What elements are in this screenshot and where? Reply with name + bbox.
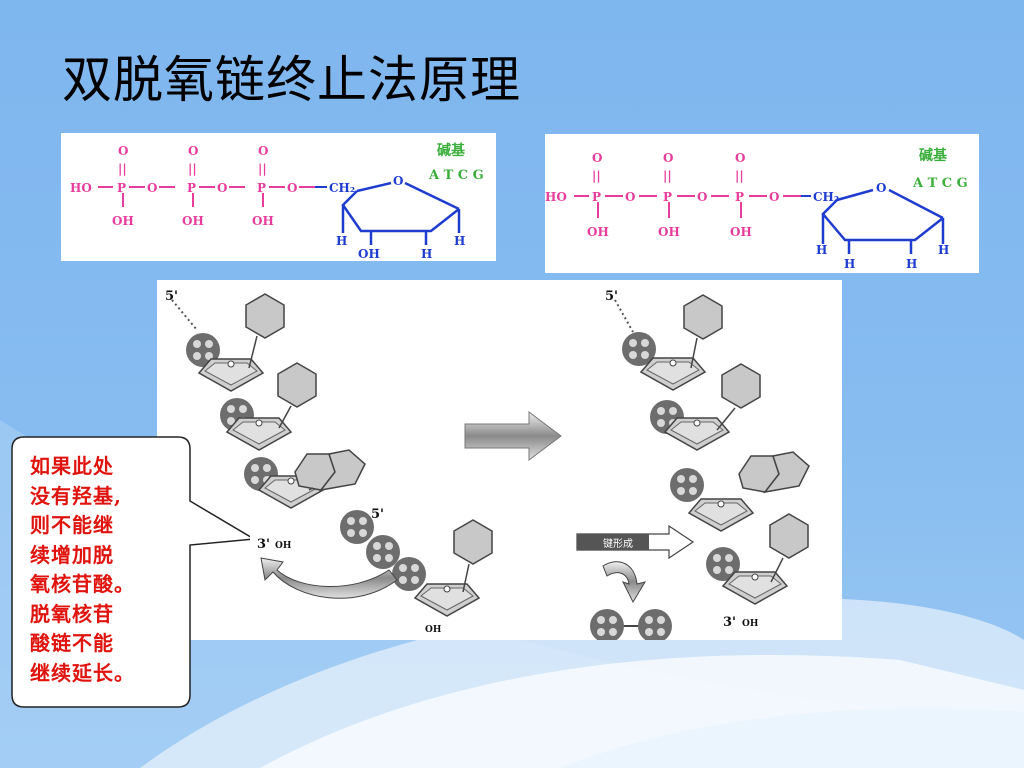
callout-bubble (11, 436, 250, 708)
right-3prime-label: 3' (723, 615, 736, 630)
bridge-oxygen-2: O (217, 181, 227, 195)
left-oh-label: OH (275, 541, 292, 551)
sugar-h-right: H (938, 243, 949, 257)
phosphorus-3: P (257, 181, 266, 195)
bond-formation-curved-arrow (260, 557, 398, 599)
double-bond-2: || (663, 169, 672, 183)
left-strand: 5' 3' OH (165, 289, 366, 552)
phosphate-oh-1: OH (112, 214, 134, 228)
phosphate-oxygen-2: O (663, 151, 673, 165)
incoming-nucleotide: 5' OH (340, 507, 493, 635)
callout-line-8: 继续延长。 (30, 660, 135, 685)
callout-line-7: 酸链不能 (30, 631, 114, 655)
bridge-oxygen-1: O (147, 181, 157, 195)
phosphorus-1: P (592, 190, 601, 204)
phosphate-oxygen-3: O (258, 144, 268, 158)
ch2-group: CH₂ (813, 190, 839, 204)
double-bond-3: || (735, 169, 744, 183)
hydroxyl-ho: HO (70, 181, 92, 195)
sugar-h-left: H (336, 234, 347, 248)
sugar-3prime-h: H (844, 257, 855, 271)
callout-line-4: 续增加脱 (30, 542, 114, 567)
phosphate-oh-3: OH (730, 225, 752, 239)
double-bond-1: || (592, 169, 601, 183)
bond-formation-label: 键形成 (603, 537, 633, 550)
sugar-2prime-h: H (421, 247, 432, 261)
base-label: 碱基 (919, 147, 948, 164)
bridge-oxygen-3: O (287, 181, 297, 195)
sugar-2prime-h: H (906, 257, 917, 271)
ddntp-structure: O O O || || || HO P P P O O O OH OH OH C… (545, 147, 968, 271)
phosphate-oh-2: OH (182, 214, 204, 228)
ch2-group: CH₂ (329, 181, 355, 195)
phosphate-oh-1: OH (587, 225, 609, 239)
chain-elongation-panel: 5' 3' OH 5' OH (157, 280, 842, 640)
double-bond-1: || (118, 162, 127, 176)
callout-line-5: 氧核苷酸。 (30, 572, 135, 596)
sugar-h-left: H (816, 243, 827, 257)
double-bond-2: || (188, 162, 197, 176)
phosphate-oh-3: OH (252, 214, 274, 228)
phosphate-oxygen-1: O (118, 144, 128, 158)
hydroxyl-ho: HO (545, 190, 567, 204)
incoming-oh-label: OH (425, 625, 442, 635)
base-letters: A T C G (428, 168, 484, 183)
left-5prime-label: 5' (165, 289, 178, 304)
phosphorus-2: P (187, 181, 196, 195)
right-oh-label: OH (742, 619, 759, 629)
bridge-oxygen-2: O (697, 190, 707, 204)
callout-line-3: 则不能继 (30, 513, 114, 537)
callout-line-1: 如果此处 (30, 454, 114, 478)
ring-oxygen: O (876, 181, 886, 195)
base-letters: A T C G (912, 176, 968, 191)
phosphate-oxygen-1: O (592, 151, 602, 165)
phosphate-oxygen-3: O (735, 151, 745, 165)
dntp-structure-panel: O O O || || || HO P P P O O O OH OH OH C… (61, 133, 496, 261)
ring-oxygen: O (393, 174, 403, 188)
incoming-5prime-label: 5' (371, 507, 384, 522)
phosphorus-3: P (735, 190, 744, 204)
bond-formation-arrow: 键形成 (576, 524, 695, 560)
callout-text: 如果此处 没有羟基, 则不能继 续增加脱 氧核苷酸。 脱氧核苷 酸链不能 继续延… (30, 452, 170, 688)
bridge-oxygen-3: O (769, 190, 779, 204)
chain-elongation-diagram: 5' 3' OH 5' OH (165, 289, 810, 640)
phosphorus-2: P (663, 190, 672, 204)
callout-line-6: 脱氧核苷 (30, 601, 114, 626)
ddntp-structure-panel: O O O || || || HO P P P O O O OH OH OH C… (545, 134, 979, 273)
released-pyrophosphate (590, 561, 672, 640)
right-strand: 5' 3' OH (605, 289, 810, 630)
right-5prime-label: 5' (605, 289, 618, 304)
left-3prime-label: 3' (257, 537, 270, 552)
phosphorus-1: P (117, 181, 126, 195)
base-label: 碱基 (437, 142, 466, 159)
transition-arrow (464, 411, 562, 461)
phosphate-oxygen-2: O (188, 144, 198, 158)
double-bond-3: || (258, 162, 267, 176)
phosphate-oh-2: OH (658, 225, 680, 239)
dntp-structure: O O O || || || HO P P P O O O OH OH OH C… (70, 142, 484, 261)
sugar-3prime-oh: OH (358, 247, 380, 261)
callout-line-2: 没有羟基, (30, 483, 122, 508)
bridge-oxygen-1: O (625, 190, 635, 204)
page-title: 双脱氧链终止法原理 (62, 51, 521, 109)
sugar-h-right: H (454, 234, 465, 248)
